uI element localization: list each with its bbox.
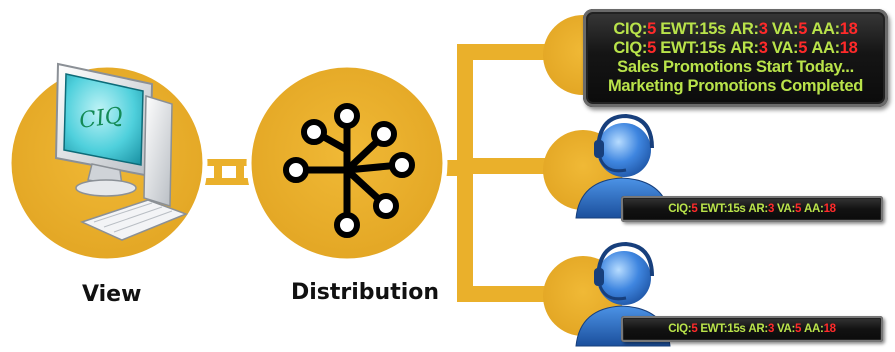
ticker-segment: EWT:15s [697, 203, 749, 215]
ticker-segment: AA: [807, 39, 840, 57]
distribution-node [246, 62, 448, 264]
ticker-segment: 3 [767, 323, 775, 335]
ticker-segment: EWT:15s [655, 20, 731, 38]
ticker-segment: 18 [823, 203, 837, 215]
ticker-segment: AR: [748, 323, 768, 335]
distribution-label: Distribution [291, 280, 440, 305]
ticker-segment: 5 [795, 323, 802, 335]
ticker-segment: VA: [767, 39, 799, 57]
ticker-segment: 18 [839, 20, 858, 38]
ticker-row: Sales Promotions Start Today... [617, 58, 854, 77]
ticker-segment: AA: [801, 323, 824, 335]
ticker-segment: 3 [758, 20, 768, 38]
ticker-segment: AR: [730, 20, 759, 38]
ticker-segment: 3 [767, 203, 775, 215]
ticker-segment: Marketing Promotions Completed [607, 77, 864, 95]
ticker-segment: 5 [798, 20, 808, 38]
agent-ticker-1: CIQ:5 EWT:15s AR:3 VA:5 AA:18 [621, 196, 883, 222]
ticker-row: CIQ:5 EWT:15s AR:3 VA:5 AA:18 [613, 20, 857, 39]
ticker-segment: 5 [691, 323, 698, 335]
distribution-branches [440, 44, 567, 302]
screen-logo: CIQ [78, 103, 125, 134]
ticker-segment: EWT:15s [697, 323, 749, 335]
ticker-segment: 18 [839, 39, 858, 57]
ticker-row: CIQ:5 EWT:15s AR:3 VA:5 AA:18 [668, 323, 836, 335]
hub-endpoints [283, 103, 415, 238]
ticker-segment: VA: [774, 323, 796, 335]
ticker-segment: 5 [647, 20, 656, 38]
ticker-segment: AA: [801, 203, 824, 215]
ticker-row: CIQ:5 EWT:15s AR:3 VA:5 AA:18 [668, 203, 836, 215]
ticker-segment: VA: [767, 20, 799, 38]
ticker-segment: VA: [774, 203, 796, 215]
ticker-segment: 5 [647, 39, 656, 57]
ticker-segment: AR: [748, 203, 768, 215]
ticker-row: CIQ:5 EWT:15s AR:3 VA:5 AA:18 [613, 39, 857, 58]
ticker-segment: CIQ: [613, 39, 648, 57]
ticker-segment: 5 [691, 203, 698, 215]
ticker-segment: CIQ: [668, 323, 692, 335]
ticker-segment: Sales Promotions Start Today... [617, 58, 854, 76]
view-label: View [82, 282, 142, 307]
ticker-segment: 5 [795, 203, 802, 215]
ticker-segment: EWT:15s [655, 39, 731, 57]
ticker-segment: AR: [730, 39, 759, 57]
ticker-row: Marketing Promotions Completed [608, 77, 863, 96]
ticker-segment: CIQ: [668, 203, 692, 215]
agent-ticker-2: CIQ:5 EWT:15s AR:3 VA:5 AA:18 [621, 316, 883, 342]
ticker-segment: AA: [807, 20, 840, 38]
ticker-segment: 5 [798, 39, 808, 57]
ticker-segment: 3 [758, 39, 768, 57]
ticker-segment: CIQ: [613, 20, 648, 38]
view-node: CIQ [6, 62, 208, 264]
ticker-segment: 18 [823, 323, 837, 335]
computer-icon: CIQ [54, 62, 189, 241]
